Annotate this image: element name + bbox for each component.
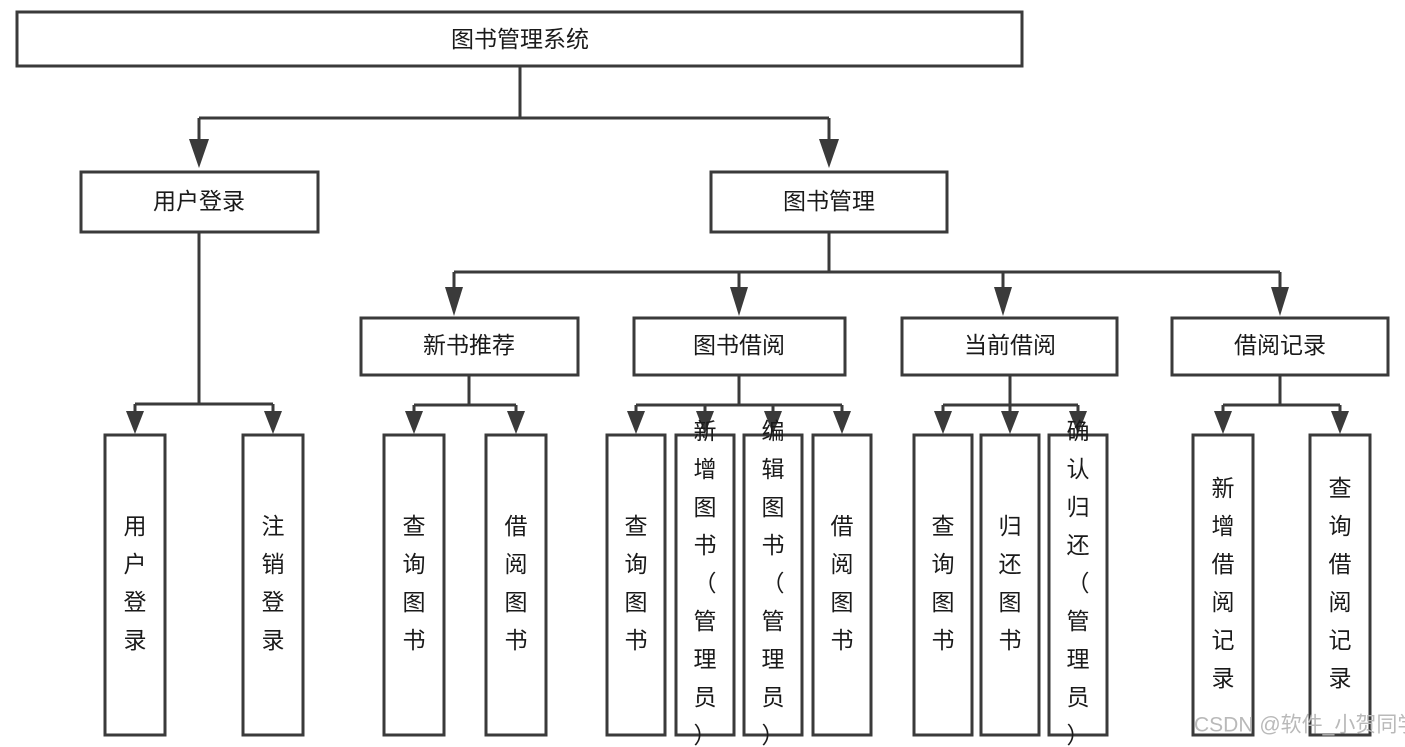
node-leaf-borrow-book-2[interactable]: 借阅图书 (811, 433, 873, 737)
node-leaf-confirm-return-box[interactable] (1047, 433, 1109, 737)
node-user-login[interactable]: 用户登录 (79, 170, 320, 234)
node-leaf-borrow-book-2-label: 借阅图书 (831, 513, 854, 653)
arrowhead-leaf-add-book (696, 411, 714, 434)
node-leaf-query-record[interactable]: 查询借阅记录 (1308, 433, 1372, 737)
node-leaf-borrow-book-1-box[interactable] (484, 433, 548, 737)
arrowhead-leaf-user-login (126, 411, 144, 434)
node-leaf-edit-book-label: 编辑图书（管理员） (762, 418, 785, 747)
node-leaf-query-book-2-box[interactable] (605, 433, 667, 737)
node-leaf-user-login-box[interactable] (103, 433, 167, 737)
node-leaf-user-logout-label: 注销登录 (262, 513, 285, 653)
node-book-manage-label: 图书管理 (783, 188, 875, 214)
node-book-manage-box[interactable] (709, 170, 949, 234)
arrowhead-leaf-confirm-return (1069, 411, 1087, 434)
node-leaf-query-book-1-box[interactable] (382, 433, 446, 737)
arrowhead-leaf-add-record (1214, 411, 1232, 434)
node-book-borrow-label: 图书借阅 (693, 332, 785, 358)
node-leaf-confirm-return-label: 确认归还（管理员） (1067, 418, 1090, 747)
node-leaf-add-book[interactable]: 新增图书（管理员） (674, 418, 736, 747)
arrowhead-leaf-query-book-2 (627, 411, 645, 434)
node-leaf-query-record-box[interactable] (1308, 433, 1372, 737)
arrowhead-leaf-borrow-book-2 (833, 411, 851, 434)
arrowhead-borrow-record (1271, 287, 1289, 316)
node-leaf-add-book-box[interactable] (674, 433, 736, 737)
arrowhead-new-book-rec (445, 287, 463, 316)
node-leaf-query-book-2-label: 查询图书 (625, 513, 648, 653)
node-leaf-return-book-box[interactable] (979, 433, 1041, 737)
node-leaf-user-login-label: 用户登录 (124, 513, 147, 653)
node-leaf-query-book-2[interactable]: 查询图书 (605, 433, 667, 737)
node-book-borrow[interactable]: 图书借阅 (632, 316, 847, 377)
node-leaf-edit-book-box[interactable] (742, 433, 804, 737)
watermark: CSDN @软件_小贺同学 (1194, 714, 1405, 737)
arrowhead-leaf-user-logout (264, 411, 282, 434)
arrowhead-leaf-return-book (1001, 411, 1019, 434)
node-borrow-record-label: 借阅记录 (1234, 332, 1326, 358)
node-book-manage[interactable]: 图书管理 (709, 170, 949, 234)
node-leaf-query-book-3-label: 查询图书 (932, 513, 955, 653)
node-leaf-add-record[interactable]: 新增借阅记录 (1191, 433, 1255, 737)
node-leaf-user-logout-box[interactable] (241, 433, 305, 737)
node-leaf-borrow-book-1-label: 借阅图书 (505, 513, 528, 653)
node-leaf-query-book-3[interactable]: 查询图书 (912, 433, 974, 737)
node-root-box[interactable] (15, 10, 1024, 68)
node-leaf-add-record-label: 新增借阅记录 (1212, 475, 1235, 691)
node-current-borrow-box[interactable] (900, 316, 1119, 377)
node-current-borrow-label: 当前借阅 (964, 332, 1056, 358)
arrowhead-book-manage (819, 139, 839, 168)
node-root[interactable]: 图书管理系统 (15, 10, 1024, 68)
node-leaf-borrow-book-1[interactable]: 借阅图书 (484, 433, 548, 737)
node-leaf-query-record-label: 查询借阅记录 (1329, 475, 1352, 691)
arrowhead-leaf-query-book-1 (405, 411, 423, 434)
arrowhead-current-borrow (994, 287, 1012, 316)
node-leaf-add-record-box[interactable] (1191, 433, 1255, 737)
node-new-book-rec[interactable]: 新书推荐 (359, 316, 580, 377)
node-leaf-user-logout[interactable]: 注销登录 (241, 433, 305, 737)
arrowhead-leaf-query-book-3 (934, 411, 952, 434)
arrowhead-user-login (189, 139, 209, 168)
node-current-borrow[interactable]: 当前借阅 (900, 316, 1119, 377)
node-user-login-label: 用户登录 (153, 188, 245, 214)
node-leaf-query-book-1-label: 查询图书 (403, 513, 426, 653)
arrowhead-leaf-borrow-book-1 (507, 411, 525, 434)
node-borrow-record-box[interactable] (1170, 316, 1390, 377)
node-leaf-add-book-label: 新增图书（管理员） (694, 418, 717, 747)
node-borrow-record[interactable]: 借阅记录 (1170, 316, 1390, 377)
arrowhead-leaf-edit-book (764, 411, 782, 434)
node-new-book-rec-label: 新书推荐 (423, 332, 515, 358)
node-book-borrow-box[interactable] (632, 316, 847, 377)
arrowhead-book-borrow (730, 287, 748, 316)
node-root-label: 图书管理系统 (451, 26, 589, 52)
node-leaf-user-login[interactable]: 用户登录 (103, 433, 167, 737)
node-user-login-box[interactable] (79, 170, 320, 234)
connector-layer (126, 66, 1349, 434)
node-leaf-edit-book[interactable]: 编辑图书（管理员） (742, 418, 804, 747)
node-leaf-query-book-1[interactable]: 查询图书 (382, 433, 446, 737)
node-leaf-return-book-label: 归还图书 (999, 513, 1022, 653)
node-new-book-rec-box[interactable] (359, 316, 580, 377)
node-leaf-confirm-return[interactable]: 确认归还（管理员） (1047, 418, 1109, 747)
node-leaf-return-book[interactable]: 归还图书 (979, 433, 1041, 737)
node-leaf-borrow-book-2-box[interactable] (811, 433, 873, 737)
arrowhead-leaf-query-record (1331, 411, 1349, 434)
node-leaf-query-book-3-box[interactable] (912, 433, 974, 737)
